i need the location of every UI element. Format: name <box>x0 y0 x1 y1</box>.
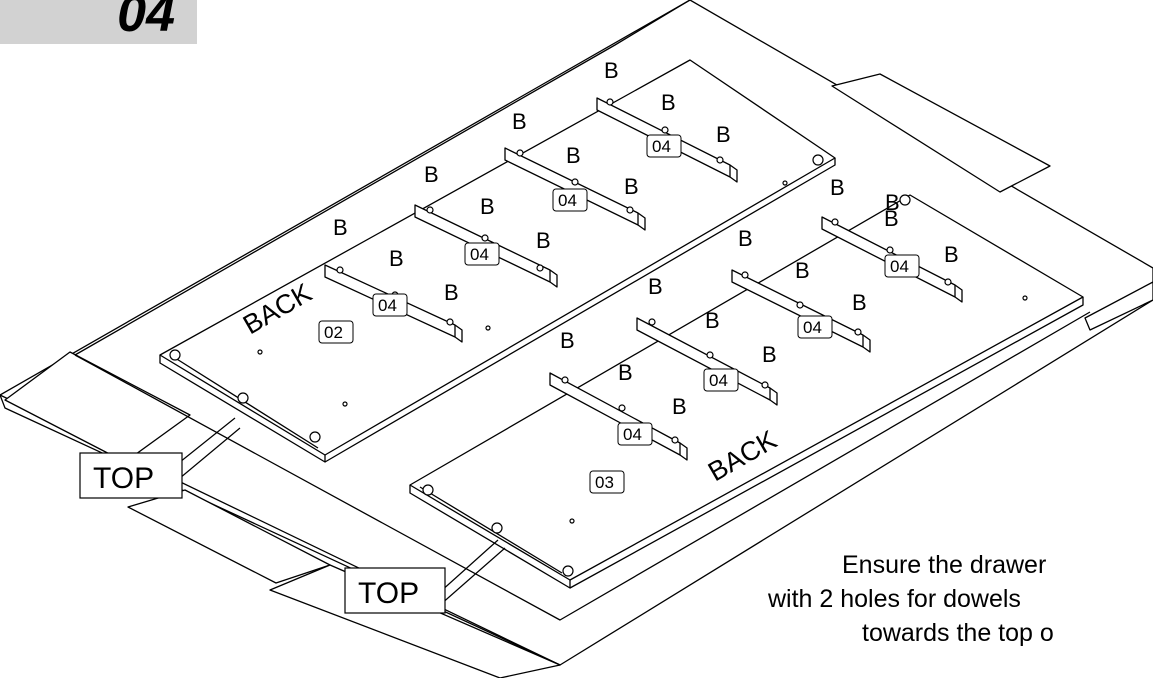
panel-02-top-label: TOP <box>93 462 154 495</box>
fastener-label: B <box>389 246 404 271</box>
fastener-label: B <box>716 122 731 147</box>
note-line-3: towards the top o <box>862 619 1054 647</box>
fastener-label: B <box>648 274 663 299</box>
part-label: 04 <box>890 257 909 276</box>
panel-03-top-label: TOP <box>358 577 419 610</box>
fastener-label: B <box>944 242 959 267</box>
fastener-label: B <box>480 194 495 219</box>
flap-right <box>1084 281 1153 331</box>
fastener-label: B <box>424 162 439 187</box>
step-badge: 04 <box>0 0 197 44</box>
part-label: 04 <box>623 425 642 444</box>
fastener-label: B <box>618 360 633 385</box>
fastener-label: B <box>852 290 867 315</box>
flap-left <box>4 351 191 463</box>
fastener-label: B <box>884 206 899 231</box>
part-label: 04 <box>803 318 822 337</box>
rail-03-b <box>636 317 778 406</box>
part-label: 04 <box>470 245 489 264</box>
fastener-label: B <box>705 308 720 333</box>
flap-bottom <box>269 564 561 678</box>
fastener-label: B <box>738 226 753 251</box>
note-line-2: with 2 holes for dowels <box>768 585 1021 613</box>
fastener-label: B <box>333 215 348 240</box>
fastener-label: B <box>661 90 676 115</box>
panel-03-id: 03 <box>595 473 614 492</box>
note-line-1: Ensure the drawer <box>842 551 1047 579</box>
part-label: 04 <box>652 137 671 156</box>
rail-03-c <box>731 269 871 353</box>
flap-top-right <box>831 73 1051 193</box>
part-label: 04 <box>558 191 577 210</box>
panel-02-id: 02 <box>324 323 343 342</box>
part-labels: 04 04 04 04 04 04 04 04 <box>372 134 920 446</box>
fastener-labels: B B B B B B B B B B B B B B B B B B B B … <box>333 58 959 419</box>
part-label: 04 <box>378 296 397 315</box>
fastener-label: B <box>885 190 900 215</box>
fastener-label: B <box>624 174 639 199</box>
fastener-label: B <box>444 280 459 305</box>
step-number: 04 <box>117 0 175 43</box>
rail-03-a <box>549 372 688 461</box>
fastener-label: B <box>672 394 687 419</box>
fastener-label: B <box>762 342 777 367</box>
fastener-label: B <box>830 175 845 200</box>
part-label: 04 <box>709 371 728 390</box>
fastener-label: B <box>560 328 575 353</box>
fastener-label: B <box>512 109 527 134</box>
fastener-label: B <box>604 58 619 83</box>
fastener-label: B <box>795 258 810 283</box>
fastener-label: B <box>536 228 551 253</box>
fastener-label: B <box>566 143 581 168</box>
